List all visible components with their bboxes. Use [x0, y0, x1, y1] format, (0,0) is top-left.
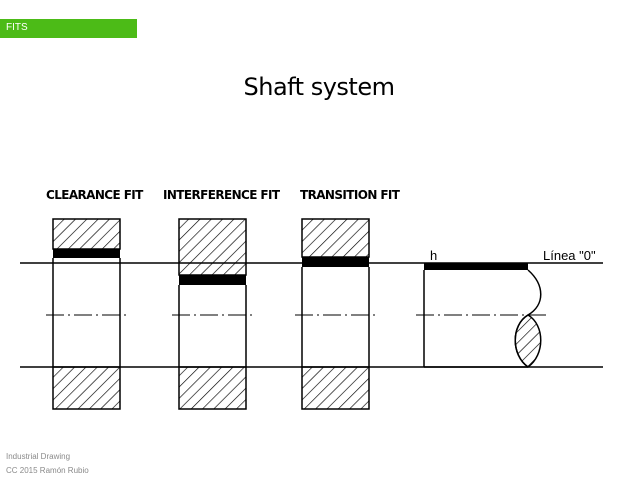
interference-fit-drawing	[172, 218, 254, 410]
tolerance-band	[179, 275, 246, 285]
clearance-fit-drawing	[46, 218, 128, 410]
shaft-tolerance-label: h	[430, 248, 437, 263]
footer-course: Industrial Drawing	[6, 452, 71, 461]
hole-upper-section	[178, 218, 247, 276]
interference-fit-label: INTERFERENCE FIT	[163, 188, 280, 202]
slide-title: Shaft system	[243, 73, 395, 101]
transition-fit-drawing	[295, 218, 377, 410]
section-tag: FITS	[0, 19, 137, 38]
tolerance-band	[53, 249, 120, 258]
transition-fit-label: TRANSITION FIT	[300, 188, 400, 202]
tolerance-band	[302, 257, 369, 267]
section-tag-label: FITS	[6, 22, 28, 33]
hole-upper-section	[52, 218, 121, 250]
shaft-drawing	[416, 263, 548, 368]
hole-lower-section	[178, 366, 247, 410]
shaft-break-section	[514, 314, 542, 368]
hole-lower-section	[52, 366, 121, 410]
hole-lower-section	[301, 366, 370, 410]
hole-upper-section	[301, 218, 370, 258]
zero-line-label: Línea "0"	[543, 248, 596, 263]
clearance-fit-label: CLEARANCE FIT	[46, 188, 143, 202]
footer-credit: CC 2015 Ramón Rubio	[6, 466, 89, 475]
shaft-tolerance-band	[424, 263, 528, 270]
